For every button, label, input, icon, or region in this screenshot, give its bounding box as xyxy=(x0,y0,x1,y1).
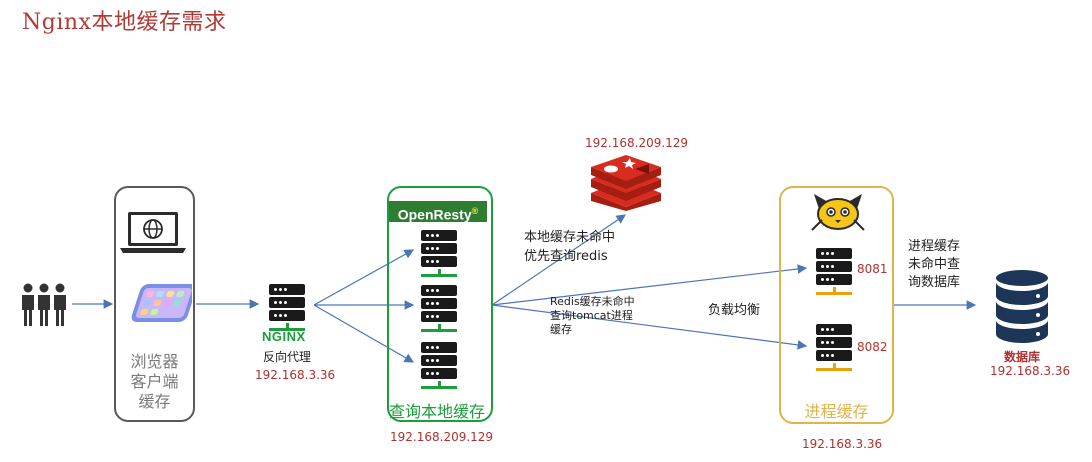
tomcat-box xyxy=(779,186,894,424)
to-tomcat-label: Redis缓存未命中 查询tomcat进程 缓存 xyxy=(550,295,635,337)
arrow-openresty-to-tomcat-8082 xyxy=(491,304,808,350)
tomcat-ip: 192.168.3.36 xyxy=(802,437,883,451)
load-balance-label: 负载均衡 xyxy=(708,303,761,318)
openresty-reg-mark: ® xyxy=(471,206,479,216)
tomcat-icon xyxy=(811,194,865,231)
client-box xyxy=(114,186,195,422)
client-label-line: 浏览器 xyxy=(130,352,179,371)
arrow-nginx-to-openresty-3 xyxy=(313,304,415,363)
database-icon xyxy=(996,270,1048,343)
tomcat-server-icon-8081 xyxy=(816,248,852,295)
to-redis-label-line: 优先查询redis xyxy=(524,249,608,264)
openresty-server-icon-1 xyxy=(421,230,457,277)
openresty-logo-text: OpenResty xyxy=(397,206,472,223)
nginx-ip: 192.168.3.36 xyxy=(255,368,336,382)
nginx-label: 反向代理 xyxy=(263,350,312,364)
diagram-title: Nginx本地缓存需求 xyxy=(22,10,227,35)
arrow-openresty-to-redis xyxy=(491,214,626,306)
redis-icon xyxy=(591,155,661,211)
openresty-box xyxy=(387,186,493,422)
openresty-logo: OpenResty® xyxy=(389,201,487,223)
users-icon xyxy=(22,283,66,326)
laptop-icon xyxy=(120,212,186,253)
to-db-label: 进程缓存 未命中查 询数据库 xyxy=(908,238,960,292)
to-db-label-line: 未命中查 xyxy=(908,257,961,272)
tomcat-port-8082: 8082 xyxy=(857,340,888,354)
client-label-line: 缓存 xyxy=(138,392,171,411)
tomcat-caption: 进程缓存 xyxy=(804,402,869,421)
client-label: 浏览器 客户端 缓存 xyxy=(114,352,195,412)
to-tomcat-label-line: 缓存 xyxy=(550,323,572,336)
tomcat-server-icon-8082 xyxy=(816,324,852,371)
database-ip: 192.168.3.36 xyxy=(990,364,1071,378)
openresty-server-icon-3 xyxy=(421,342,457,389)
to-redis-label: 本地缓存未命中 优先查询redis xyxy=(524,228,615,266)
to-tomcat-label-line: Redis缓存未命中 xyxy=(550,295,635,308)
client-label-line: 客户端 xyxy=(130,372,179,391)
to-redis-label-line: 本地缓存未命中 xyxy=(524,230,616,245)
openresty-ip: 192.168.209.129 xyxy=(390,430,494,444)
to-db-label-line: 询数据库 xyxy=(908,275,961,290)
arrow-nginx-to-openresty-1 xyxy=(313,249,415,306)
nginx-logo-text: NGINX xyxy=(262,329,306,344)
database-label: 数据库 xyxy=(1004,350,1041,364)
tomcat-port-8081: 8081 xyxy=(857,262,888,276)
to-db-label-line: 进程缓存 xyxy=(908,239,961,254)
redis-ip: 192.168.209.129 xyxy=(585,136,689,150)
nginx-server-icon xyxy=(269,284,305,331)
openresty-server-icon-2 xyxy=(421,285,457,332)
openresty-caption: 查询本地缓存 xyxy=(389,402,486,421)
to-tomcat-label-line: 查询tomcat进程 xyxy=(550,309,633,322)
arrow-openresty-to-tomcat-8081 xyxy=(491,264,808,306)
phone-icon xyxy=(131,284,192,322)
